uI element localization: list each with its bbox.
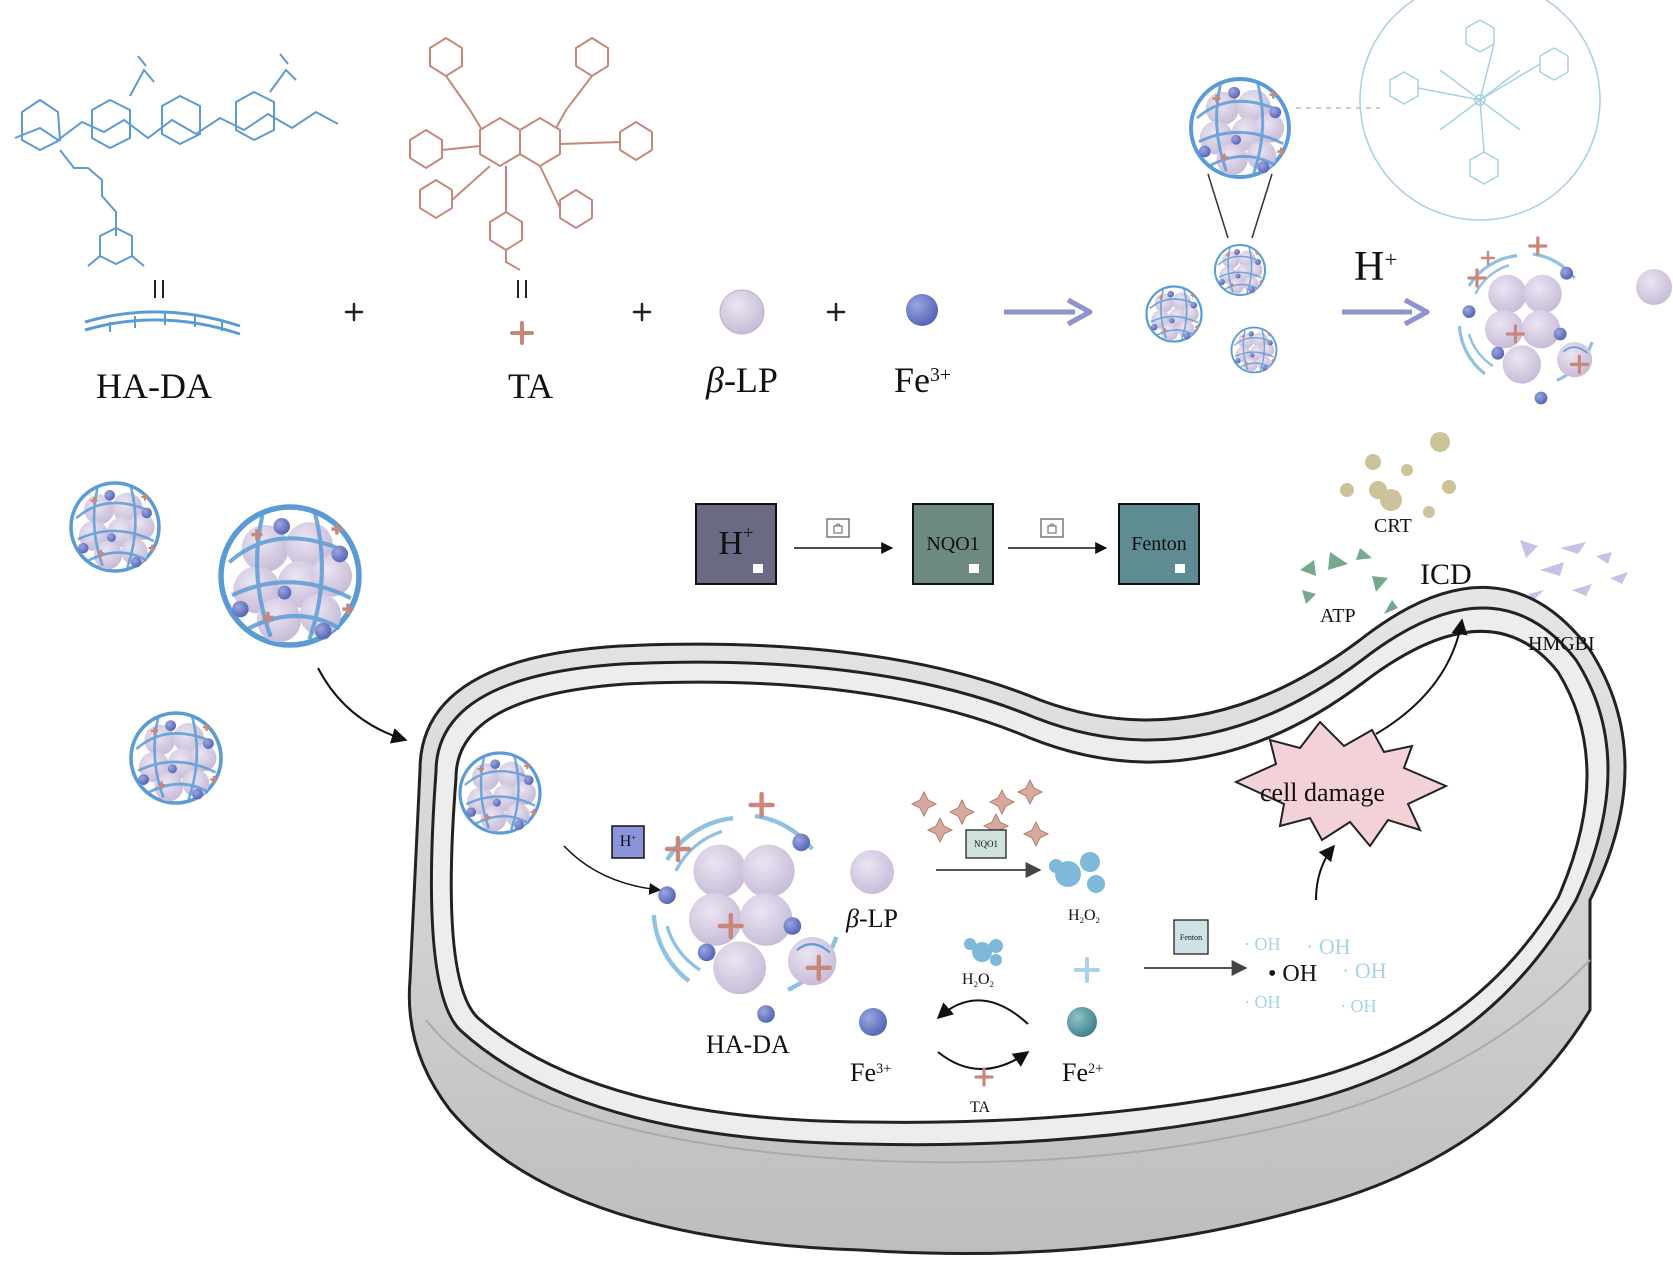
ta-star-icons (910, 778, 1050, 848)
atp-triangles (1300, 548, 1398, 614)
reduction-arrow-bottom (937, 1051, 1030, 1070)
nanoparticle-left-3 (129, 711, 223, 805)
cell-beta-lp-sphere (850, 850, 894, 894)
assembled-nanoparticles (1145, 244, 1278, 374)
ha-da-structure (14, 53, 339, 267)
ta-cross-icon (510, 321, 534, 345)
cell-fenton-box (1173, 919, 1209, 955)
cell-h-label: H+ (619, 832, 637, 850)
unlock-icon-2 (1040, 518, 1064, 538)
uptake-arrow (317, 667, 408, 744)
h2o2-label-2: H2O2 (962, 971, 994, 989)
cell-nqo1-label: NQO1 (974, 839, 998, 849)
reduction-arrow-top (936, 999, 1029, 1025)
disassembled-cluster-top (1459, 238, 1592, 404)
cascade-nqo1-label: NQO1 (926, 532, 980, 555)
cell-damage-label: cell damage (1260, 778, 1385, 807)
cell-fenton-label: Fenton (1179, 932, 1203, 942)
zoom-lines (1207, 173, 1273, 239)
cell-outline (407, 586, 1627, 1256)
oh-to-damage-arrow (1315, 844, 1336, 901)
h2o2-molecule-icon (1049, 852, 1105, 893)
cell-fe2-label: Fe2+ (1062, 1058, 1104, 1087)
beta-lp-sphere-icon (719, 289, 765, 335)
hydroxyl-faint-3: · OH (1342, 958, 1387, 983)
cell-acid-arrow (563, 845, 662, 895)
assembly-arrow (1004, 297, 1093, 327)
hmgbi-label: HMGBI (1528, 633, 1595, 655)
unlock-icon-1 (826, 518, 850, 538)
plus-faint-icon (1074, 957, 1100, 983)
icd-label: ICD (1420, 558, 1472, 591)
nanoparticle-left-1 (69, 481, 161, 573)
hydroxyl-faint-1: · OH (1244, 934, 1281, 954)
cell-beta-lp-label: β-LP (846, 904, 898, 933)
acid-arrow (1342, 297, 1430, 327)
cascade-fenton-label: Fenton (1131, 532, 1187, 555)
free-lp-sphere (1636, 269, 1672, 305)
cell-fe2-ion (1067, 1007, 1097, 1037)
cascade-lock-icons (753, 564, 1185, 573)
cell-nanoparticle (458, 751, 542, 835)
cell-damage-burst (1233, 720, 1449, 848)
plus-signs (344, 302, 846, 322)
cell-fe3-ion (859, 1008, 887, 1036)
cell-fe3-label: Fe3+ (850, 1058, 892, 1087)
hmgb-shards (1520, 540, 1628, 600)
cell-nqo1-box (965, 829, 1007, 859)
crt-dots (1340, 432, 1456, 518)
ta-structure (409, 36, 653, 271)
ha-da-ribbon-icon (84, 310, 241, 336)
cascade-box-fenton (1118, 503, 1200, 585)
hydroxyl-label: • OH (1268, 961, 1318, 987)
cascade-box-nqo1 (912, 503, 994, 585)
equals-marks (154, 280, 527, 298)
beta-lp-label: β-LP (706, 360, 778, 400)
fe3-label: Fe3+ (894, 360, 952, 400)
cell-h-box (611, 825, 645, 859)
hydroxyl-faint-5: · OH (1340, 996, 1377, 1016)
hydroxyl-faint-4: · OH (1244, 992, 1281, 1012)
damage-to-icd-arrow (1375, 618, 1468, 735)
h2o2-label-1: H2O2 (1068, 907, 1100, 925)
nanoparticle-left-2 (221, 507, 359, 645)
fe3-ion-icon (906, 294, 938, 326)
h2o2-molecule-icon-2 (964, 938, 1003, 966)
ta-label: TA (508, 366, 554, 406)
zoomed-nanoparticle (1189, 77, 1291, 179)
cascade-h-label: H+ (718, 522, 754, 562)
atp-label: ATP (1320, 605, 1356, 627)
cell-ta-label: TA (970, 1099, 991, 1116)
h-plus-label: H+ (1354, 244, 1398, 290)
crt-label: CRT (1374, 515, 1412, 537)
hydroxyl-faint-2: · OH (1306, 934, 1351, 959)
ha-da-label: HA-DA (96, 366, 212, 406)
cell-ha-da-label: HA-DA (706, 1030, 790, 1059)
coordination-structure (1359, 0, 1601, 221)
